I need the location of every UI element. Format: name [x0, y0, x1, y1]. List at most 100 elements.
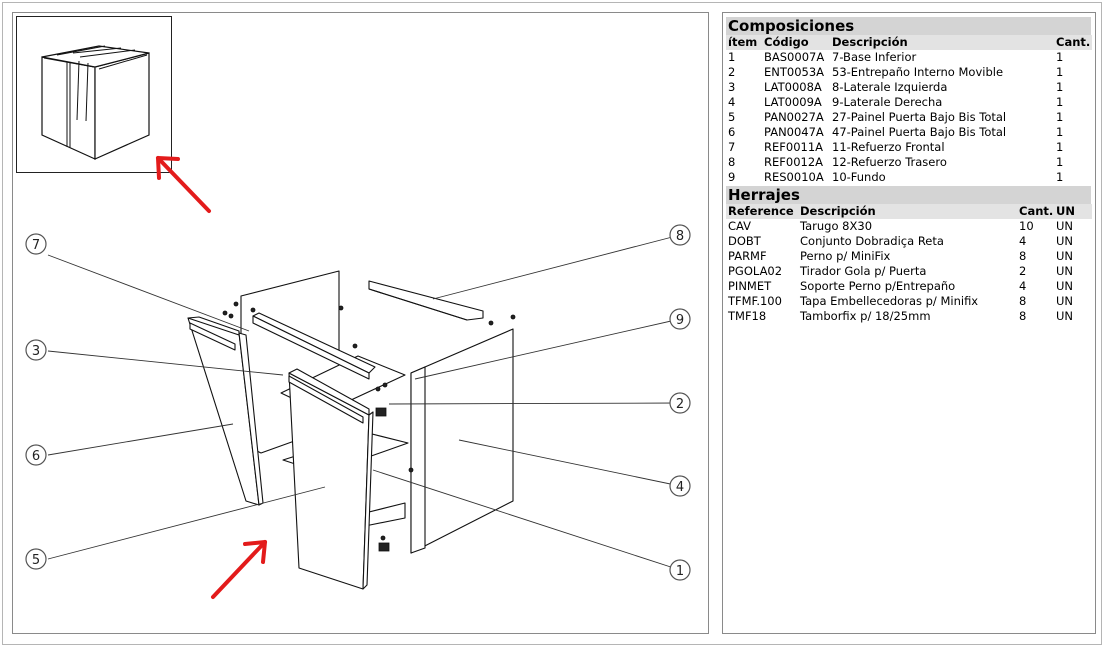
cell-reference: DOBT [728, 234, 761, 248]
cell-descripcion: Conjunto Dobradiça Reta [800, 234, 944, 248]
header-un: UN [1056, 204, 1075, 218]
callout-5: 5 [32, 553, 40, 568]
cell-cant: 10 [1019, 219, 1034, 233]
callout-1: 1 [676, 564, 684, 579]
cell-un: UN [1056, 219, 1074, 233]
callout-6: 6 [32, 449, 40, 464]
cell-cant: 4 [1019, 234, 1027, 248]
cell-descripcion: 53-Entrepaño Interno Movible [832, 65, 1004, 79]
left-door-handle [189, 322, 236, 351]
cell-reference: CAV [728, 219, 752, 233]
cell-un: UN [1056, 279, 1074, 293]
front-door-handle [288, 375, 364, 424]
table-row: PGOLA02 Tirador Gola p/ Puerta 2 UN [726, 264, 1092, 279]
cell-descripcion: Perno p/ MiniFix [800, 249, 891, 263]
cell-descripcion: 12-Refuerzo Trasero [832, 155, 947, 169]
table-row: 2 ENT0053A 53-Entrepaño Interno Movible 1 [726, 65, 1092, 80]
cell-item: 9 [728, 170, 736, 184]
header-reference: Reference [728, 204, 794, 218]
cell-cant: 1 [1056, 170, 1064, 184]
table-header: ítem Código Descripción Cant. [726, 35, 1092, 50]
cell-codigo: PAN0027A [764, 110, 824, 124]
red-arrow-icon [156, 156, 211, 213]
herrajes-title: Herrajes [726, 186, 1091, 204]
table-row: 1 BAS0007A 7-Base Inferior 1 [726, 50, 1092, 65]
callout-3: 3 [32, 344, 40, 359]
callout-2: 2 [676, 397, 684, 412]
table-header: Reference Descripción Cant. UN [726, 204, 1092, 219]
cell-descripcion: 7-Base Inferior [832, 50, 917, 64]
exploded-view: 7 3 6 5 8 9 2 4 1 [25, 156, 691, 599]
cell-item: 4 [728, 95, 736, 109]
callout-7: 7 [32, 238, 40, 253]
cell-cant: 1 [1056, 125, 1064, 139]
table-row: PINMET Soporte Perno p/Entrepaño 4 UN [726, 279, 1092, 294]
composiciones-table: ítem Código Descripción Cant. 1 BAS0007A 7… [726, 35, 1092, 185]
header-codigo: Código [764, 35, 809, 49]
cell-cant: 1 [1056, 140, 1064, 154]
table-row: TFMF.100 Tapa Embellecedoras p/ Minifix 8 U… [726, 294, 1092, 309]
cell-cant: 8 [1019, 309, 1027, 323]
cell-descripcion: 11-Refuerzo Frontal [832, 140, 945, 154]
cell-descripcion: 10-Fundo [832, 170, 886, 184]
header-item: ítem [728, 35, 758, 49]
callout-4: 4 [676, 480, 684, 495]
red-arrow-icon [211, 540, 267, 599]
cell-item: 2 [728, 65, 736, 79]
cell-item: 7 [728, 140, 736, 154]
cell-cant: 1 [1056, 65, 1064, 79]
cell-cant: 8 [1019, 294, 1027, 308]
header-cant: Cant. [1056, 35, 1091, 49]
cell-codigo: LAT0008A [764, 80, 822, 94]
cell-descripcion: Soporte Perno p/Entrepaño [800, 279, 956, 293]
cell-descripcion: Tirador Gola p/ Puerta [800, 264, 927, 278]
cell-codigo: BAS0007A [764, 50, 825, 64]
parts-list-panel: Composiciones ítem Código Descripción Ca… [722, 12, 1096, 634]
cell-reference: TFMF.100 [728, 294, 782, 308]
header-descripcion: Descripción [800, 204, 876, 218]
cell-item: 3 [728, 80, 736, 94]
cell-reference: PGOLA02 [728, 264, 783, 278]
cell-descripcion: Tarugo 8X30 [800, 219, 873, 233]
cell-descripcion: Tamborfix p/ 18/25mm [800, 309, 931, 323]
table-row: 5 PAN0027A 27-Painel Puerta Bajo Bis Total… [726, 110, 1092, 125]
cell-cant: 1 [1056, 155, 1064, 169]
cell-cant: 4 [1019, 279, 1027, 293]
cell-un: UN [1056, 294, 1074, 308]
cell-cant: 8 [1019, 249, 1027, 263]
cell-un: UN [1056, 264, 1074, 278]
header-cant: Cant. [1019, 204, 1054, 218]
assembled-cabinet-thumbnail [16, 16, 172, 173]
cell-item: 5 [728, 110, 736, 124]
herrajes-table: Reference Descripción Cant. UN CAV Tarugo… [726, 204, 1092, 324]
cell-item: 1 [728, 50, 736, 64]
cell-descripcion: 27-Painel Puerta Bajo Bis Total [832, 110, 1007, 124]
cell-codigo: PAN0047A [764, 125, 824, 139]
table-row: 7 REF0011A 11-Refuerzo Frontal 1 [726, 140, 1092, 155]
cell-item: 6 [728, 125, 736, 139]
cell-codigo: REF0011A [764, 140, 824, 154]
cell-codigo: ENT0053A [764, 65, 825, 79]
table-row: CAV Tarugo 8X30 10 UN [726, 219, 1092, 234]
cell-reference: PARMF [728, 249, 767, 263]
cell-descripcion: 9-Laterale Derecha [832, 95, 943, 109]
cell-cant: 1 [1056, 80, 1064, 94]
cell-codigo: REF0012A [764, 155, 824, 169]
cell-reference: PINMET [728, 279, 772, 293]
cell-cant: 2 [1019, 264, 1027, 278]
cell-descripcion: Tapa Embellecedoras p/ Minifix [800, 294, 979, 308]
rear-rail [368, 280, 484, 321]
cell-cant: 1 [1056, 110, 1064, 124]
header-descripcion: Descripción [832, 35, 908, 49]
cell-cant: 1 [1056, 95, 1064, 109]
cell-cant: 1 [1056, 50, 1064, 64]
callout-8: 8 [676, 229, 684, 244]
cell-codigo: RES0010A [764, 170, 824, 184]
